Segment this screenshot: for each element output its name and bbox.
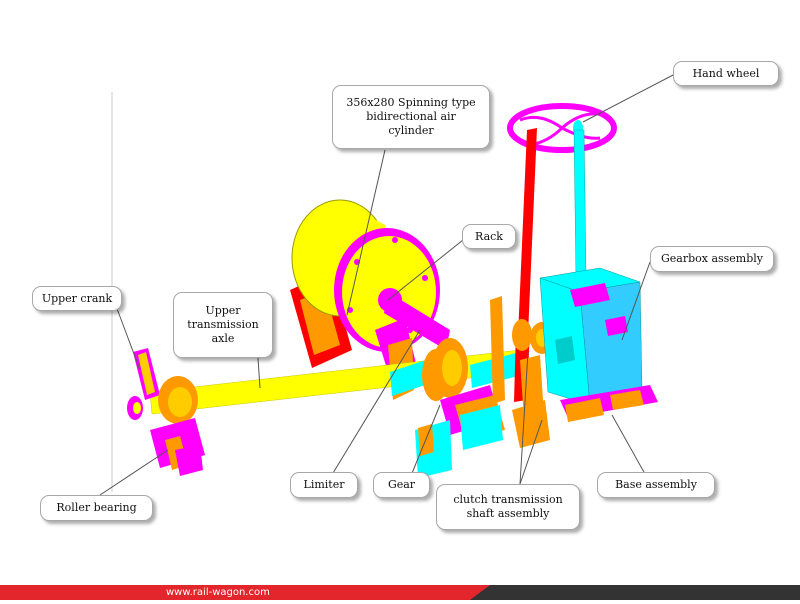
callout-gearbox-assembly: Gearbox assembly bbox=[650, 246, 774, 272]
footer-url[interactable]: www.rail-wagon.com bbox=[166, 587, 270, 598]
roller-bearing bbox=[150, 376, 205, 476]
air-cylinder bbox=[290, 199, 440, 368]
callout-hand-wheel: Hand wheel bbox=[673, 61, 779, 86]
footer-bar-red bbox=[0, 585, 490, 600]
callout-gear: Gear bbox=[373, 472, 430, 498]
callout-upper-crank: Upper crank bbox=[32, 286, 122, 311]
callout-rack: Rack bbox=[462, 224, 516, 249]
gearbox-assembly bbox=[539, 267, 643, 406]
base-assembly bbox=[560, 385, 658, 422]
leader-lines bbox=[99, 73, 676, 496]
callout-limiter: Limiter bbox=[290, 472, 358, 498]
callout-air-cylinder: 356x280 Spinning type bidirectional air … bbox=[332, 85, 490, 149]
upper-crank bbox=[127, 348, 160, 420]
callout-base-assembly: Base assembly bbox=[597, 472, 715, 498]
callout-roller-bearing: Roller bearing bbox=[40, 495, 153, 521]
footer-bar-dark bbox=[470, 585, 800, 600]
callout-clutch-shaft-assembly: clutch transmission shaft assembly bbox=[436, 484, 580, 530]
callout-upper-transmission-axle: Upper transmission axle bbox=[173, 292, 273, 358]
